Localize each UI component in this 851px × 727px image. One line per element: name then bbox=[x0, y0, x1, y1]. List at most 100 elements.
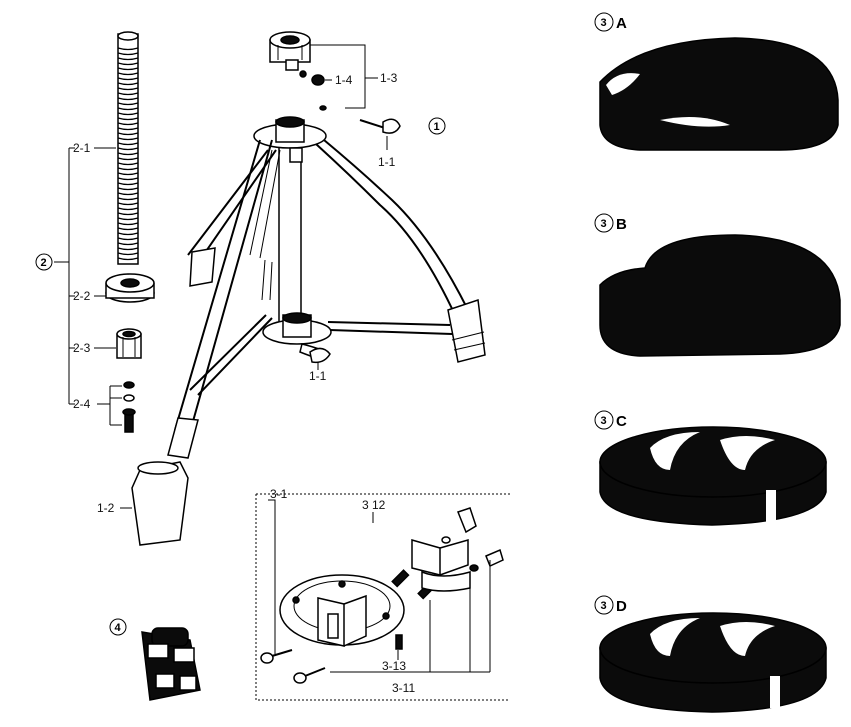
nut-cap bbox=[485, 548, 504, 568]
thread-ridge bbox=[117, 122, 139, 126]
thread-ridge bbox=[117, 217, 139, 221]
thread-ridge bbox=[117, 197, 139, 201]
thread-ridge bbox=[117, 207, 139, 211]
clamp-nut bbox=[311, 74, 325, 86]
thread-ridge bbox=[117, 52, 139, 56]
thread-ridge bbox=[117, 117, 139, 121]
top-clamp bbox=[269, 31, 311, 71]
seat-mount-assembly bbox=[255, 493, 510, 701]
thread-ridge bbox=[117, 167, 139, 171]
thread-ridge bbox=[117, 252, 139, 256]
lever-clip bbox=[457, 507, 477, 534]
label-1-2: 1-2 bbox=[97, 501, 115, 515]
thread-ridge bbox=[117, 112, 139, 116]
screw-3-13 bbox=[395, 634, 403, 650]
wing-bolt-top bbox=[359, 118, 401, 150]
memory-clamp bbox=[141, 627, 201, 701]
spindle-assembly bbox=[54, 31, 155, 433]
svg-text:4: 4 bbox=[115, 622, 122, 634]
label-3-13: 3-13 bbox=[382, 659, 406, 673]
group-1-marker: 1 bbox=[428, 117, 446, 135]
thread-ridge bbox=[117, 127, 139, 131]
thread-ridge bbox=[117, 232, 139, 236]
bolt-right bbox=[293, 667, 326, 684]
label-2-2: 2-2 bbox=[73, 289, 91, 303]
label-1-1-bottom: 1-1 bbox=[309, 369, 327, 383]
thread-ridge bbox=[117, 247, 139, 251]
wing-bolt-bottom bbox=[309, 347, 331, 370]
seat-3d bbox=[599, 612, 827, 713]
thread-ridge bbox=[117, 137, 139, 141]
label-2-3: 2-3 bbox=[73, 341, 91, 355]
svg-text:3: 3 bbox=[601, 218, 607, 230]
label-3-11: 3-11 bbox=[392, 681, 415, 695]
set-screw-upper bbox=[391, 569, 410, 588]
seat-3c-letter: C bbox=[616, 413, 627, 430]
thread-ridge bbox=[117, 97, 139, 101]
right-leg-brace bbox=[327, 321, 453, 335]
left-leg-foot-cap bbox=[189, 247, 216, 287]
thread-ridge bbox=[117, 132, 139, 136]
seat-3d-letter: D bbox=[616, 598, 627, 615]
clamp-screw bbox=[319, 105, 327, 111]
label-2-4: 2-4 bbox=[73, 397, 91, 411]
thread-ridge bbox=[117, 57, 139, 61]
spindle-threads bbox=[117, 47, 139, 261]
center-tube bbox=[278, 139, 302, 326]
seat-3c bbox=[599, 426, 827, 526]
thread-ridge bbox=[117, 67, 139, 71]
group-4-marker: 4 bbox=[109, 618, 127, 636]
label-2-1: 2-1 bbox=[73, 141, 91, 155]
seat-3b-marker: 3 B bbox=[594, 213, 627, 233]
thread-ridge bbox=[117, 102, 139, 106]
seat-mount-frame bbox=[255, 493, 510, 701]
thread-ridge bbox=[117, 177, 139, 181]
thread-ridge bbox=[117, 152, 139, 156]
seat-3b-letter: B bbox=[616, 216, 627, 233]
label-1-3: 1-3 bbox=[380, 71, 398, 85]
label-3-12: 3 12 bbox=[362, 498, 386, 512]
spindle-sleeve bbox=[116, 328, 142, 359]
mount-bracket bbox=[317, 594, 367, 647]
seat-3c-marker: 3 C bbox=[594, 410, 627, 430]
front-leg-foot-cap bbox=[167, 417, 199, 459]
thread-ridge bbox=[117, 182, 139, 186]
thread-ridge bbox=[117, 72, 139, 76]
seat-3b bbox=[599, 234, 841, 357]
tripod-base bbox=[120, 31, 486, 546]
thread-ridge bbox=[117, 192, 139, 196]
label-1-4: 1-4 bbox=[335, 73, 353, 87]
thread-ridge bbox=[117, 212, 139, 216]
height-lock-knob bbox=[105, 273, 155, 303]
thread-ridge bbox=[117, 157, 139, 161]
thread-ridge bbox=[117, 107, 139, 111]
thread-ridge bbox=[117, 92, 139, 96]
svg-text:3: 3 bbox=[601, 17, 607, 29]
bolt-left bbox=[260, 649, 293, 664]
seat-3a bbox=[599, 37, 839, 151]
label-1-1-top: 1-1 bbox=[378, 155, 396, 169]
seat-3d-marker: 3 D bbox=[594, 595, 627, 615]
lever-bracket bbox=[411, 539, 469, 576]
thread-ridge bbox=[117, 147, 139, 151]
thread-ridge bbox=[117, 62, 139, 66]
group-1-3-bracket bbox=[310, 44, 378, 109]
thread-ridge bbox=[117, 227, 139, 231]
thread-ridge bbox=[117, 82, 139, 86]
thread-ridge bbox=[117, 202, 139, 206]
thread-ridge bbox=[117, 77, 139, 81]
thread-ridge bbox=[117, 222, 139, 226]
spindle-hardware bbox=[122, 381, 136, 433]
tripod-rubber-foot bbox=[131, 461, 189, 546]
svg-text:2: 2 bbox=[41, 257, 47, 269]
thread-ridge bbox=[117, 237, 139, 241]
right-leg-foot bbox=[447, 298, 486, 363]
thread-ridge bbox=[117, 142, 139, 146]
front-leg bbox=[174, 139, 273, 433]
thread-ridge bbox=[117, 242, 139, 246]
svg-text:3: 3 bbox=[601, 415, 607, 427]
thread-ridge bbox=[117, 162, 139, 166]
seat-3a-marker: 3 A bbox=[594, 12, 627, 32]
thread-ridge bbox=[117, 87, 139, 91]
